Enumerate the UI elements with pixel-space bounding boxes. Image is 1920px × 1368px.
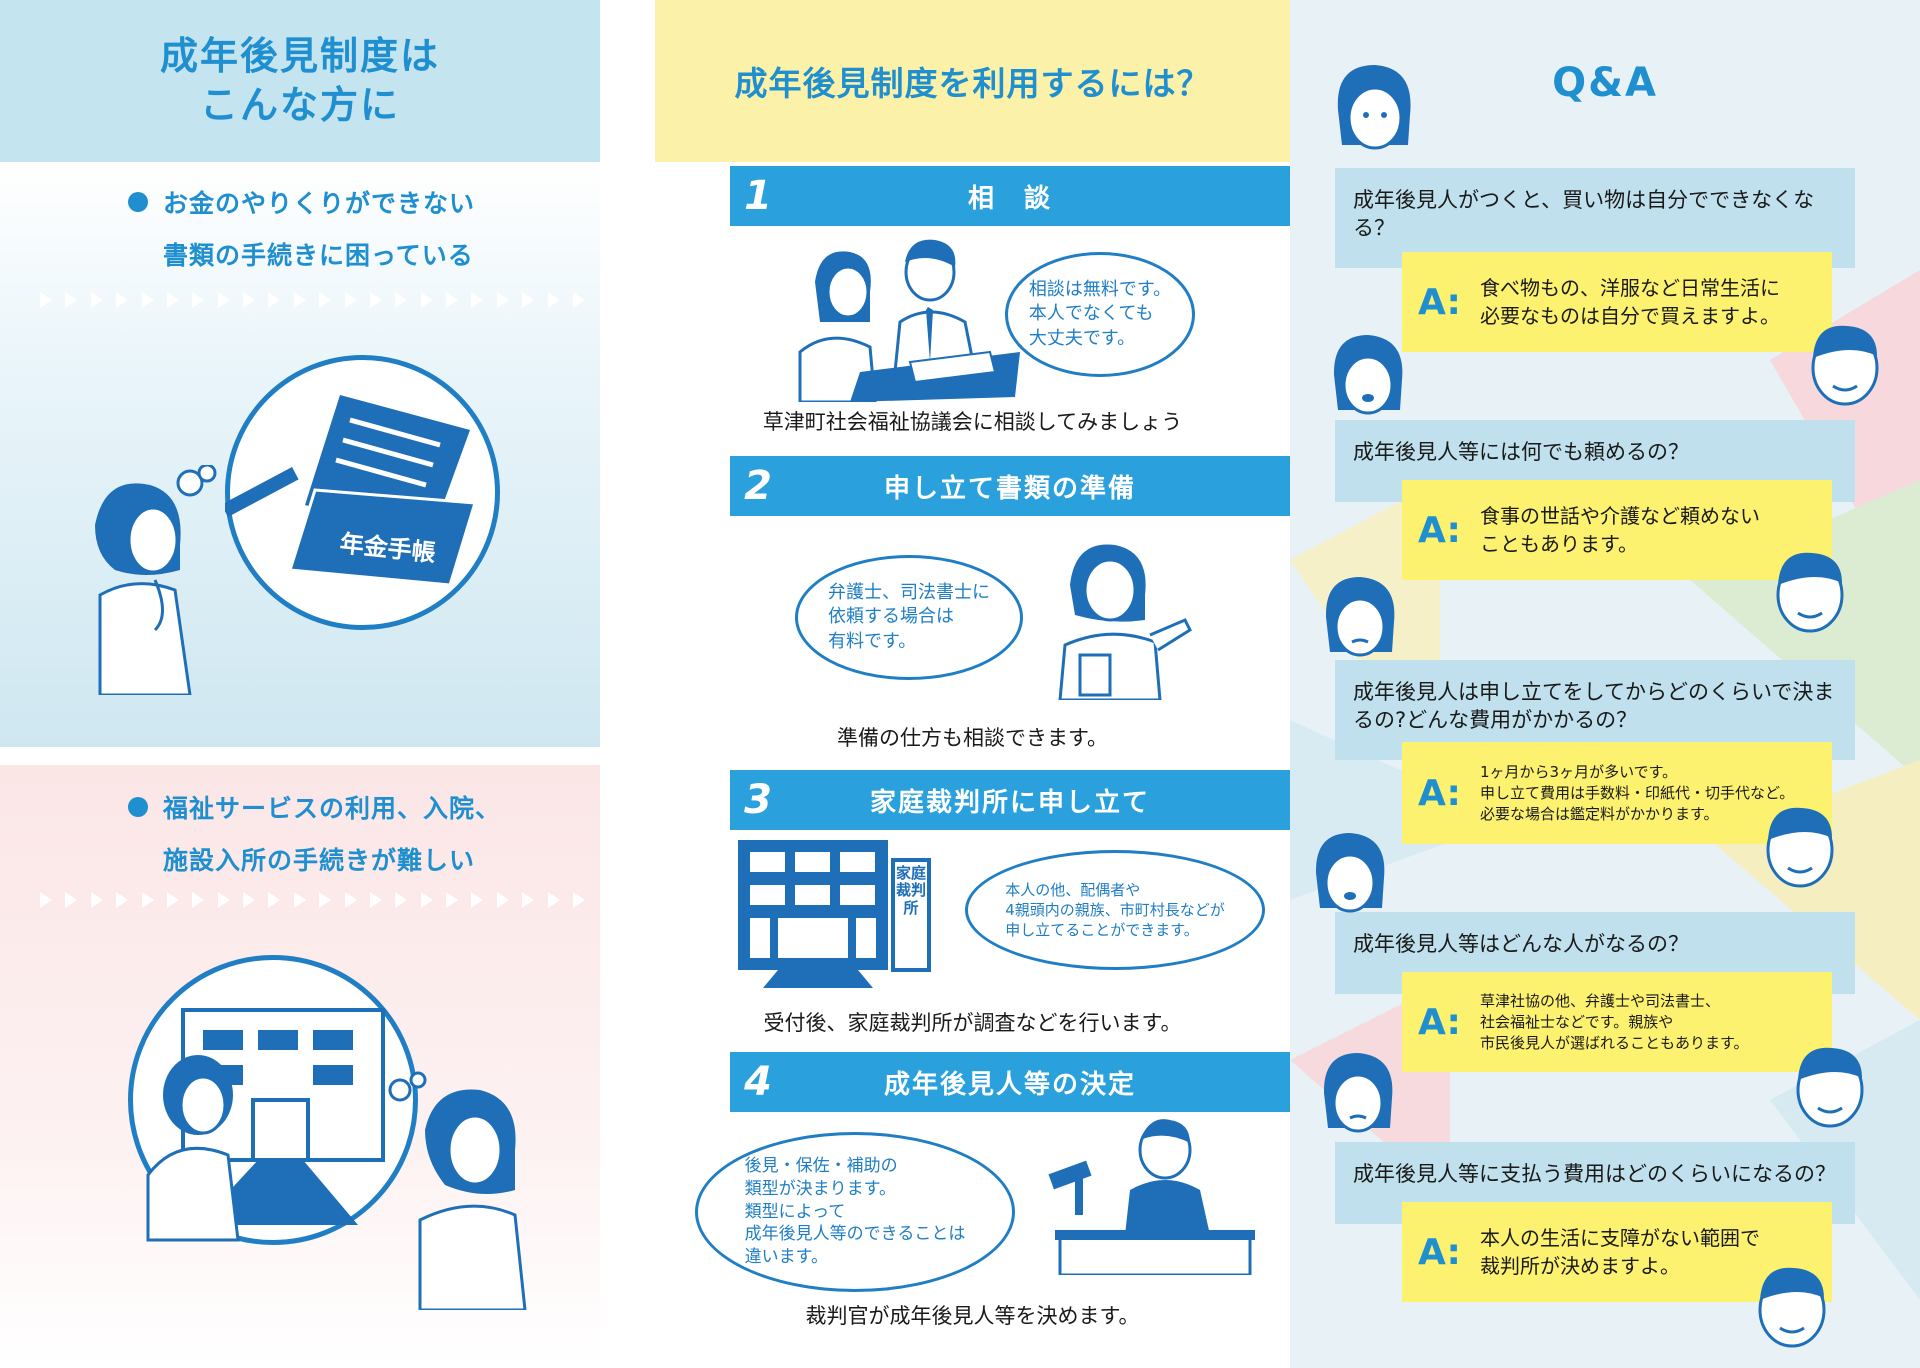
judge-illustration [1048, 1119, 1255, 1275]
case1-line1: お金のやりくりができない [163, 189, 476, 218]
woman-face-icon [1323, 1053, 1393, 1133]
consultation-illustration [798, 239, 1020, 402]
step-2-label: 申し立て書類の準備 [883, 473, 1136, 504]
left-column: 成年後見制度は こんな方に お金のやりくりができない 書類の手続きに困っている … [0, 0, 600, 1368]
answer-mark: A: [1418, 281, 1461, 323]
step-4-label: 成年後見人等の決定 [883, 1069, 1136, 1100]
man-face-icon [1776, 552, 1844, 633]
chevron-divider [40, 292, 585, 312]
qa-title: Q&A [1552, 60, 1658, 106]
step-4-caption: 裁判官が成年後見人等を決めます。 [805, 1304, 1140, 1328]
step-2-bubble: 弁護士、司法書士に 依頼する場合は 有料です。 [795, 555, 1023, 680]
family-court-building-icon [738, 840, 931, 988]
step-3-number: 3 [744, 777, 772, 823]
woman-face-icon [1325, 577, 1395, 657]
answer-mark: A: [1418, 1001, 1461, 1043]
step-1-label: 相 談 [967, 183, 1052, 214]
staff-woman-illustration [1058, 544, 1192, 700]
middle-column: 成年後見制度を利用するには？ 相 談 1 相談は無料です。 本人でなくても 大丈… [600, 0, 1290, 1368]
step-3-bar: 家庭裁判所に申し立て [730, 770, 1290, 830]
step-3-label: 家庭裁判所に申し立て [869, 787, 1150, 818]
pension-booklet-illustration: 年金手帳 [225, 395, 477, 587]
man-face-icon [1766, 807, 1834, 888]
answer-1-text: 食べ物もの、洋服など日常生活に 必要なものは自分で買えますよ。 [1480, 276, 1780, 328]
court-sign: 家庭裁判所 [896, 864, 927, 917]
step-2-caption: 準備の仕方も相談できます。 [837, 726, 1108, 750]
step-4-bar: 成年後見人等の決定 [730, 1052, 1290, 1112]
step-2-bar: 申し立て書類の準備 [730, 456, 1290, 516]
bullet-icon [128, 797, 148, 817]
worried-woman-illustration [95, 465, 217, 695]
answer-mark: A: [1418, 772, 1461, 814]
man-face-icon [1796, 1047, 1864, 1128]
answer-4-text: 草津社協の他、弁護士や司法書士、 社会福祉士などです。親族や 市民後見人が選ばれ… [1480, 991, 1749, 1052]
woman-face-icon [1333, 335, 1403, 415]
answer-2-text: 食事の世話や介護など頼めない こともあります。 [1480, 504, 1760, 556]
case2-line2: 施設入所の手続きが難しい [163, 846, 476, 875]
answer-4: A: 草津社協の他、弁護士や司法書士、 社会福祉士などです。親族や 市民後見人が… [1402, 972, 1832, 1072]
left-header: 成年後見制度は こんな方に [0, 0, 600, 162]
case1-line2: 書類の手続きに困っている [163, 241, 474, 270]
question-1: 成年後見人がつくと、買い物は自分でできなくなる？ [1335, 168, 1855, 268]
step-1-number: 1 [744, 173, 772, 219]
step-3-caption: 受付後、家庭裁判所が調査などを行います。 [763, 1011, 1182, 1035]
step-4-number: 4 [744, 1059, 772, 1105]
middle-title: 成年後見制度を利用するには？ [734, 64, 1211, 103]
answer-mark: A: [1418, 509, 1461, 551]
worried-woman-illustration [388, 1071, 527, 1310]
answer-mark: A: [1418, 1231, 1461, 1273]
middle-header: 成年後見制度を利用するには？ [655, 0, 1290, 162]
answer-3-text: 1ヶ月から3ヶ月が多いです。 申し立て費用は手数料・印紙代・切手代など。 必要な… [1480, 762, 1795, 823]
facility-illustration [146, 1008, 385, 1242]
step-1-caption: 草津町社会福祉協議会に相談してみましょう [762, 410, 1183, 434]
chevron-divider [40, 892, 585, 912]
bullet-icon [128, 192, 148, 212]
answer-2: A: 食事の世話や介護など頼めない こともあります。 [1402, 480, 1832, 580]
woman-face-icon [1337, 65, 1411, 150]
answer-1: A: 食べ物もの、洋服など日常生活に 必要なものは自分で買えますよ。 [1402, 252, 1832, 352]
step-2-number: 2 [744, 463, 772, 509]
left-title: 成年後見制度は こんな方に [159, 33, 440, 127]
step-1-bubble: 相談は無料です。 本人でなくても 大丈夫です。 [1005, 252, 1195, 377]
step-1-bar: 相 談 [730, 166, 1290, 226]
man-face-icon [1758, 1267, 1826, 1348]
man-face-icon [1811, 325, 1879, 406]
case2-line1: 福祉サービスの利用、入院、 [163, 794, 502, 823]
step-3-bubble: 本人の他、配偶者や 4親頭内の親族、市町村長などが 申し立てることができます。 [965, 850, 1265, 970]
woman-face-icon [1315, 833, 1385, 913]
answer-5: A: 本人の生活に支障がない範囲で 裁判所が決めますよ。 [1402, 1202, 1832, 1302]
answer-5-text: 本人の生活に支障がない範囲で 裁判所が決めますよ。 [1480, 1226, 1760, 1278]
step-4-bubble: 後見・保佐・補助の 類型が決まります。 類型によって 成年後見人等のできることは… [695, 1132, 1015, 1292]
answer-3: A: 1ヶ月から3ヶ月が多いです。 申し立て費用は手数料・印紙代・切手代など。 … [1402, 742, 1832, 844]
